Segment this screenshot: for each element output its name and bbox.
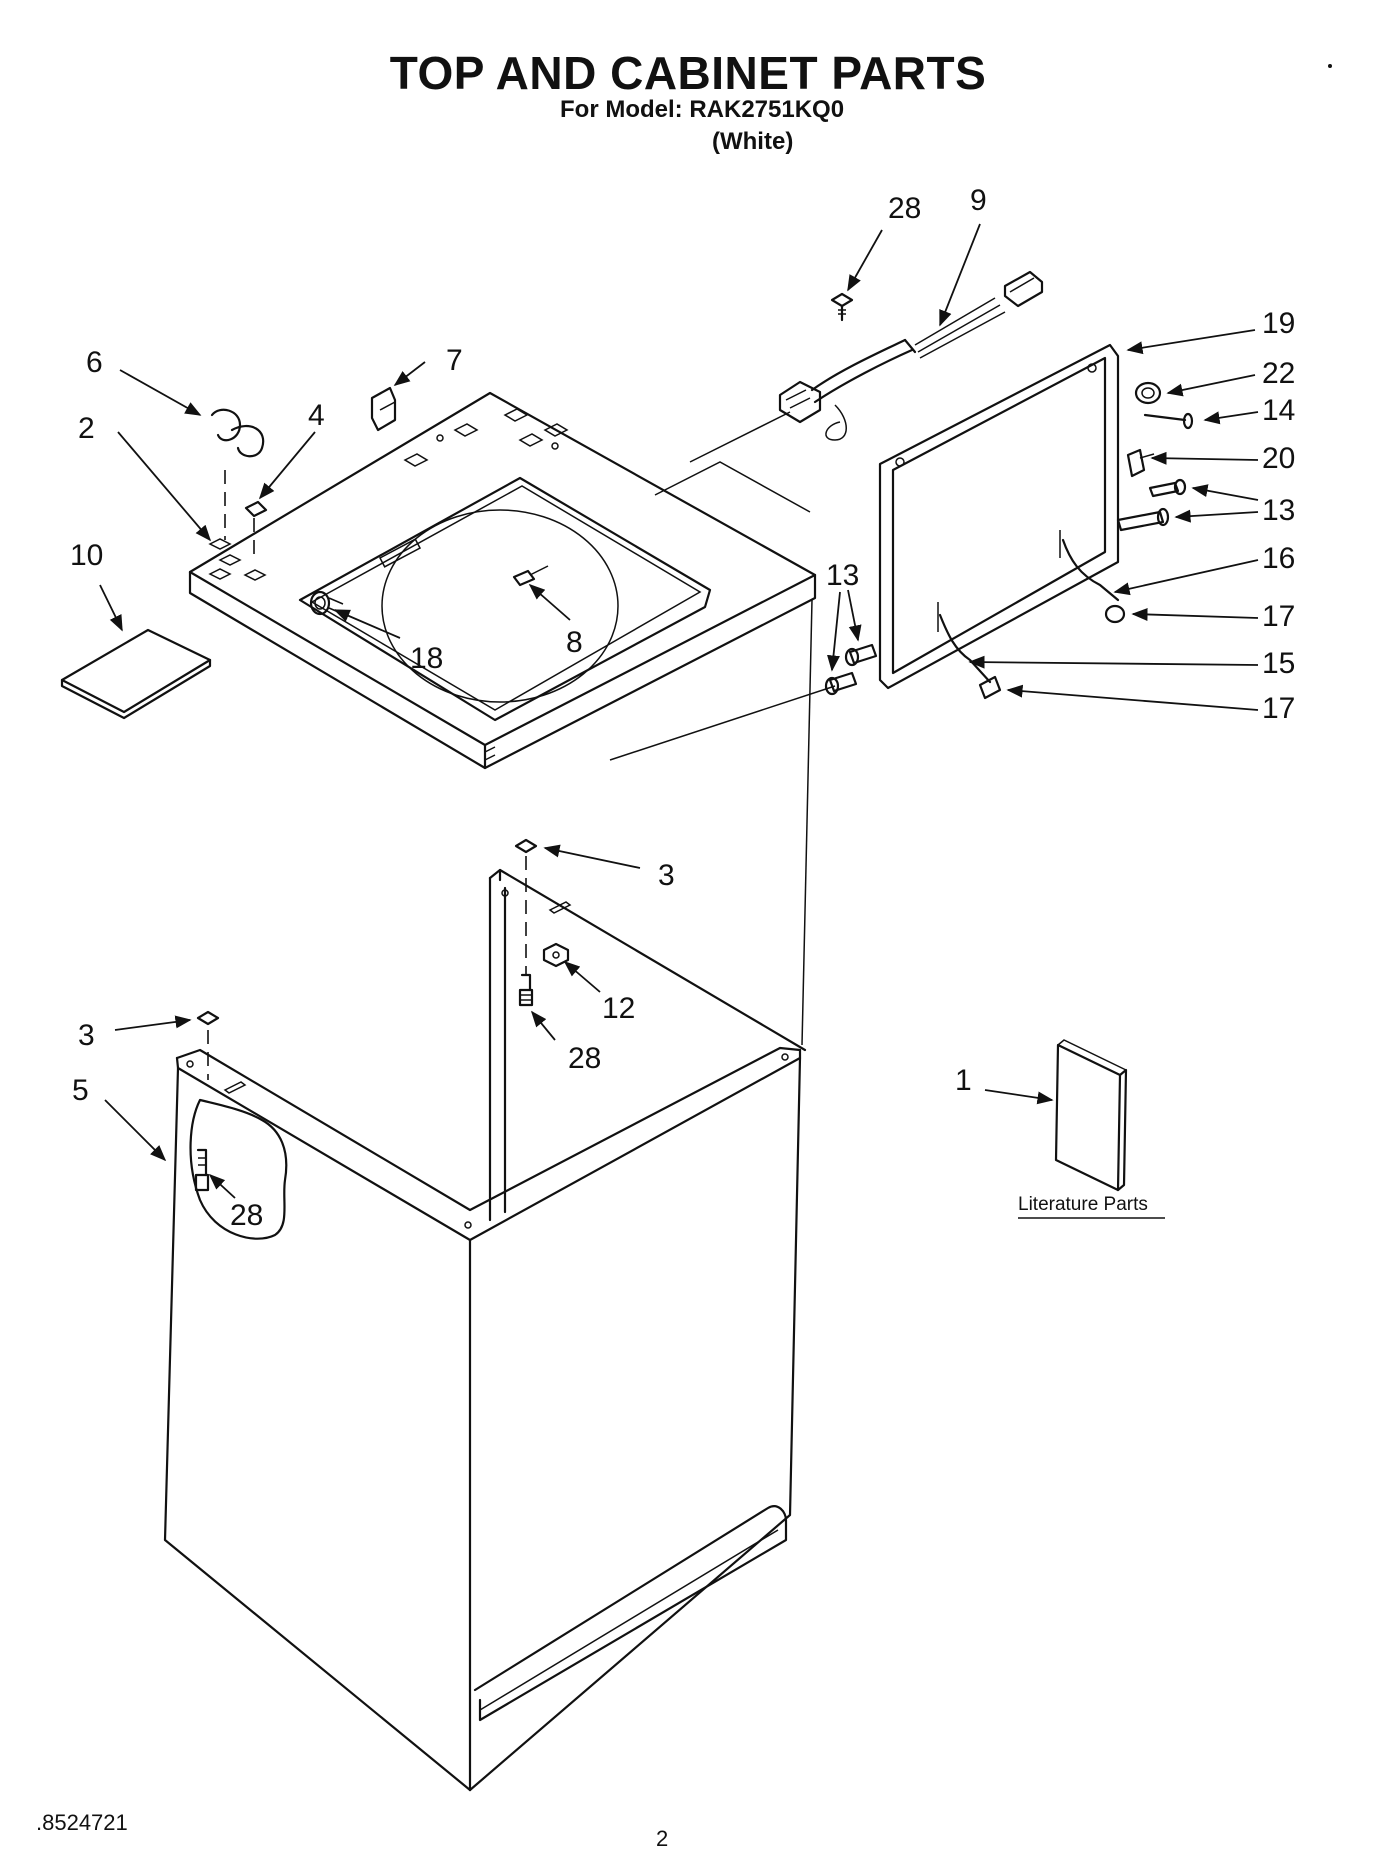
- callout-15-hinge-rod: 15: [1262, 647, 1295, 680]
- top-clip-left: [196, 1010, 220, 1080]
- callout-7-spring-clip: 7: [446, 344, 463, 377]
- callout-13-frame-screws: 13: [826, 559, 859, 592]
- callout-20-latch: 20: [1262, 442, 1295, 475]
- nut: [542, 942, 570, 968]
- page-title: TOP AND CABINET PARTS: [389, 47, 987, 99]
- console-screw: [830, 292, 854, 322]
- callout-6-lid-bumper: 6: [86, 346, 103, 379]
- callout-12-nut: 12: [602, 992, 635, 1025]
- callout-28-console-screw: 28: [888, 192, 921, 225]
- literature-booklet: [1054, 1039, 1128, 1192]
- literature-label: Literature Parts: [1018, 1194, 1148, 1215]
- callout-28-cabinet-screw-left: 28: [230, 1199, 263, 1232]
- callout-16-hinge-rod: 16: [1262, 542, 1295, 575]
- wire-harness: [778, 270, 1044, 441]
- hinge-rod-upper: [1059, 530, 1120, 602]
- callout-14-pin: 14: [1262, 394, 1295, 427]
- callout-17-bushing-upper: 17: [1262, 600, 1295, 633]
- bushing-lower: [978, 675, 1002, 700]
- top-clip-center: [514, 838, 538, 975]
- color-note: (White): [712, 128, 794, 155]
- cabinet-screw-left: [194, 1148, 210, 1192]
- callout-3-clip-left: 3: [78, 1019, 95, 1052]
- callout-13-rear-screws: 13: [1262, 494, 1295, 527]
- model-line: For Model: RAK2751KQ0: [560, 96, 845, 123]
- screw: [512, 565, 549, 587]
- callout-4-clip-plate: 4: [308, 399, 325, 432]
- lid-bumper: [210, 408, 265, 458]
- callout-10-literature-sheet: 10: [70, 539, 103, 572]
- document-code: .8524721: [36, 1810, 128, 1835]
- callout-1-literature-booklet: 1: [955, 1064, 972, 1097]
- pin: [1143, 412, 1194, 430]
- callout-18-grommet: 18: [410, 642, 443, 675]
- callout-17-bushing-lower: 17: [1262, 692, 1295, 725]
- service-literature-sheet: [60, 628, 212, 720]
- cabinet: [163, 868, 807, 1792]
- callout-numbers: 28 9 19 22 14 20 13 16 17 15 17 13 6 7 4…: [70, 184, 1295, 1232]
- leader-lines: [99, 223, 1259, 1199]
- callout-8-screw: 8: [566, 626, 583, 659]
- callout-22-bearing: 22: [1262, 357, 1295, 390]
- latch: [1126, 448, 1155, 478]
- spring-clip: [370, 386, 397, 432]
- callout-3-clip-center: 3: [658, 859, 675, 892]
- callout-2-top-panel: 2: [78, 412, 95, 445]
- cabinet-screw-center: [518, 973, 534, 1007]
- stray-mark: [1328, 64, 1332, 68]
- callout-28-cabinet-screw-center: 28: [568, 1042, 601, 1075]
- clip-plate: [244, 500, 268, 560]
- callout-9-wire-harness: 9: [970, 184, 987, 217]
- bushing-upper: [1104, 604, 1126, 624]
- bearing: [1134, 381, 1162, 405]
- top-rear-frame: [878, 343, 1120, 690]
- callout-5-cabinet: 5: [72, 1074, 89, 1107]
- top-panel: [188, 391, 817, 770]
- page-number: 2: [656, 1826, 669, 1851]
- callout-19-rear-frame: 19: [1262, 307, 1295, 340]
- rear-screws: [1116, 478, 1187, 532]
